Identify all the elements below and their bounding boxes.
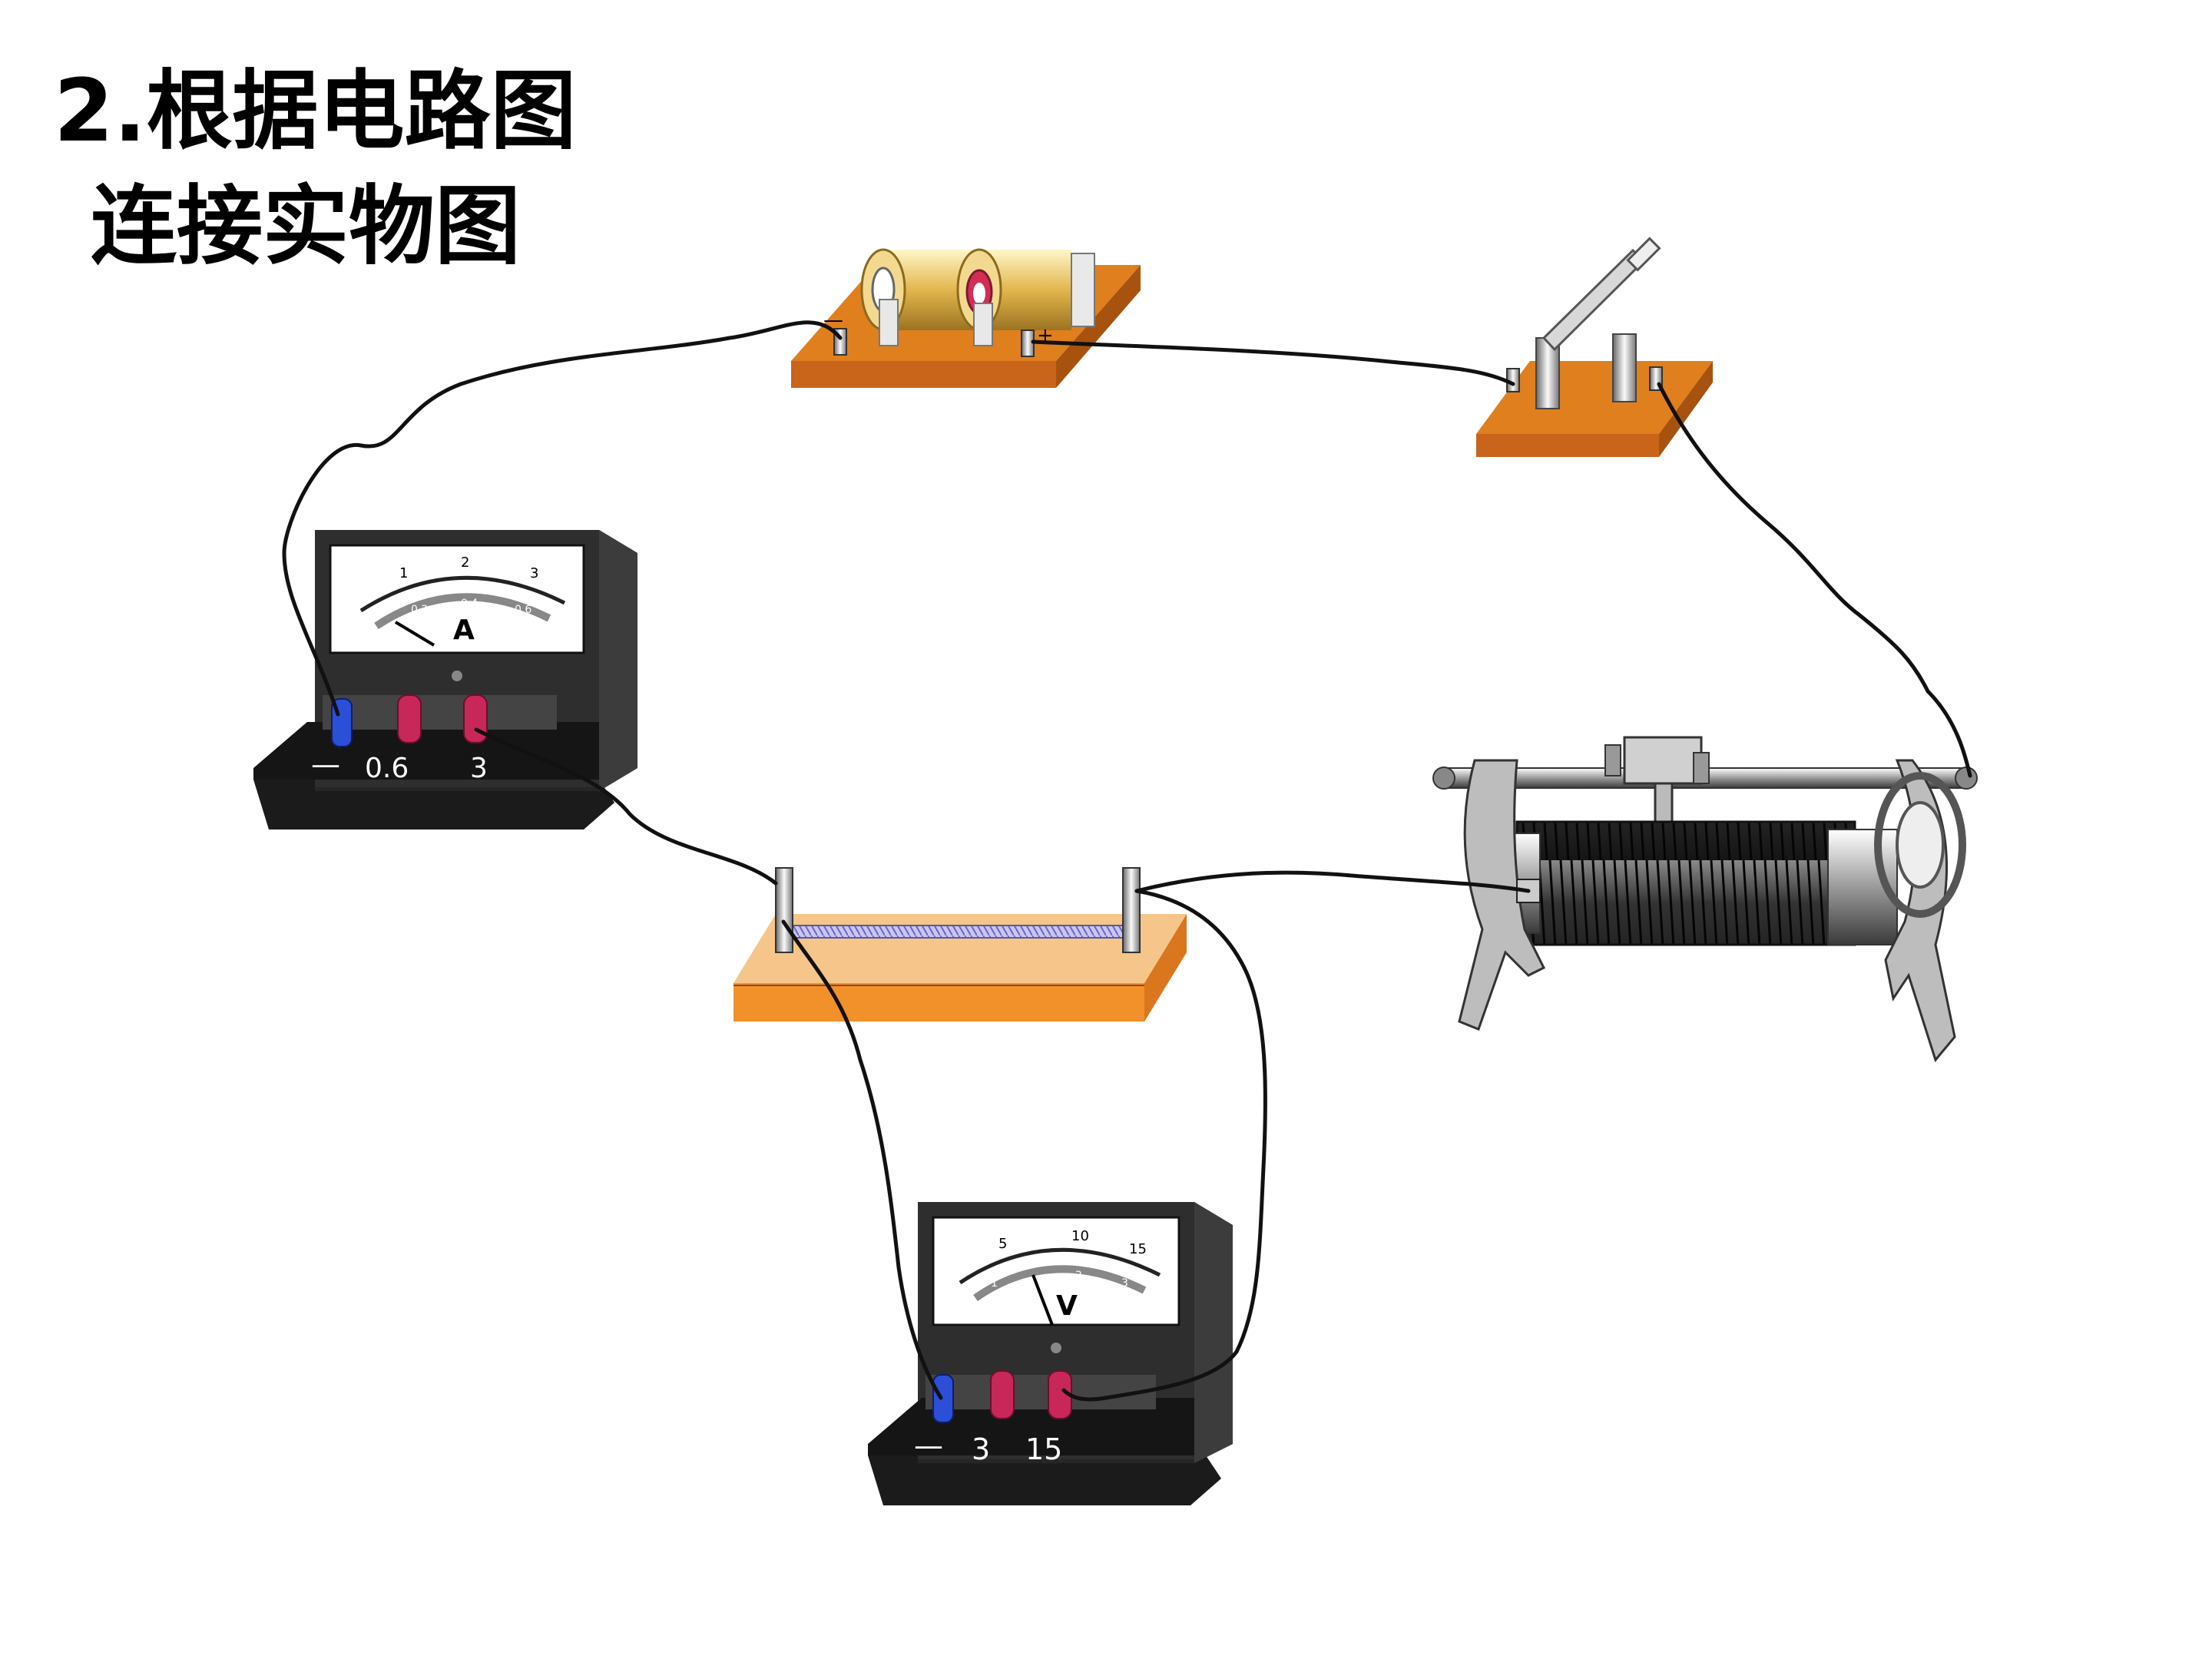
voltmeter-label-neg: — <box>914 1429 943 1462</box>
voltmeter-terminal-neg[interactable] <box>932 1374 954 1423</box>
wire-ammeter-board[interactable] <box>474 727 778 886</box>
voltmeter-label-3: 3 <box>972 1432 990 1466</box>
voltmeter-scale-top-2: 10 <box>1071 1228 1089 1244</box>
ammeter-base <box>253 722 599 780</box>
rheostat-leg-left <box>1458 759 1546 1031</box>
wire-battery-ammeter[interactable] <box>282 320 843 717</box>
wire-switch-rheostat[interactable] <box>1657 382 1972 778</box>
voltmeter-scale-bottom-1: 1 <box>991 1277 998 1290</box>
voltmeter: V 5 10 15 1 2 3 — 3 15 <box>868 1202 1233 1505</box>
voltmeter-scale-top-3: 15 <box>1129 1241 1147 1257</box>
ammeter-scale-top-1: 1 <box>399 565 408 581</box>
voltmeter-label-15: 15 <box>1025 1432 1062 1466</box>
battery-holder: — + <box>791 248 1141 388</box>
voltmeter-scale-top-1: 5 <box>998 1236 1007 1252</box>
ammeter-terminal-0.6[interactable] <box>397 694 422 743</box>
voltmeter-scale-bottom-3: 3 <box>1121 1277 1128 1290</box>
ammeter-needle <box>394 621 435 647</box>
title-line-1: 2.根据电路图 <box>54 61 577 161</box>
ammeter-scale-top-2: 2 <box>461 555 469 571</box>
ammeter-zero-screw[interactable] <box>452 671 462 681</box>
battery-board-side <box>1056 265 1141 388</box>
voltmeter-scale-bottom-2: 2 <box>1075 1270 1082 1282</box>
voltmeter-dial <box>932 1216 1181 1326</box>
voltmeter-terminal-3[interactable] <box>990 1370 1015 1419</box>
battery-cell-right <box>956 248 1071 346</box>
wire-board-voltmeter-neg[interactable] <box>781 919 943 1400</box>
voltmeter-zero-screw[interactable] <box>1051 1343 1061 1353</box>
voltmeter-needle <box>1031 1274 1054 1326</box>
ammeter-label-3: 3 <box>470 753 488 784</box>
wire-board-voltmeter-15[interactable] <box>1061 889 1267 1402</box>
wires <box>282 320 1972 1402</box>
ammeter-dial <box>329 544 585 654</box>
rheostat <box>1432 736 1978 1063</box>
wire-board-front <box>733 983 1144 1022</box>
ammeter-label-neg: — <box>311 747 340 781</box>
ammeter-scale-bottom-3: 0.6 <box>515 604 531 616</box>
ammeter-scale-top-3: 3 <box>530 565 538 581</box>
ammeter: A 1 2 3 0.2 0.4 0.6 — 0.6 3 <box>253 530 637 830</box>
battery-board-front <box>791 361 1056 388</box>
voltmeter-symbol: V <box>1056 1290 1078 1322</box>
rheostat-coil <box>1515 820 1856 946</box>
switch-contact-post <box>1612 333 1637 402</box>
ammeter-terminal-3[interactable] <box>463 694 488 743</box>
slide-title: 2.根据电路图 连接实物图 <box>54 54 576 284</box>
ammeter-scale-bottom-2: 0.4 <box>461 598 478 610</box>
wire-board-rheostat[interactable] <box>1134 870 1531 893</box>
wire-battery-switch[interactable] <box>1031 339 1515 386</box>
title-line-2: 连接实物图 <box>91 177 521 276</box>
resistance-wire-board <box>733 867 1187 1022</box>
ammeter-scale-bottom-1: 0.2 <box>411 604 428 616</box>
wire-post-right[interactable] <box>1122 867 1141 953</box>
ammeter-symbol: A <box>453 614 475 646</box>
ammeter-label-0.6: 0.6 <box>365 753 409 784</box>
resistance-wire <box>786 925 1134 939</box>
knife-switch[interactable] <box>1476 237 1713 457</box>
switch-handle[interactable] <box>1626 237 1661 272</box>
